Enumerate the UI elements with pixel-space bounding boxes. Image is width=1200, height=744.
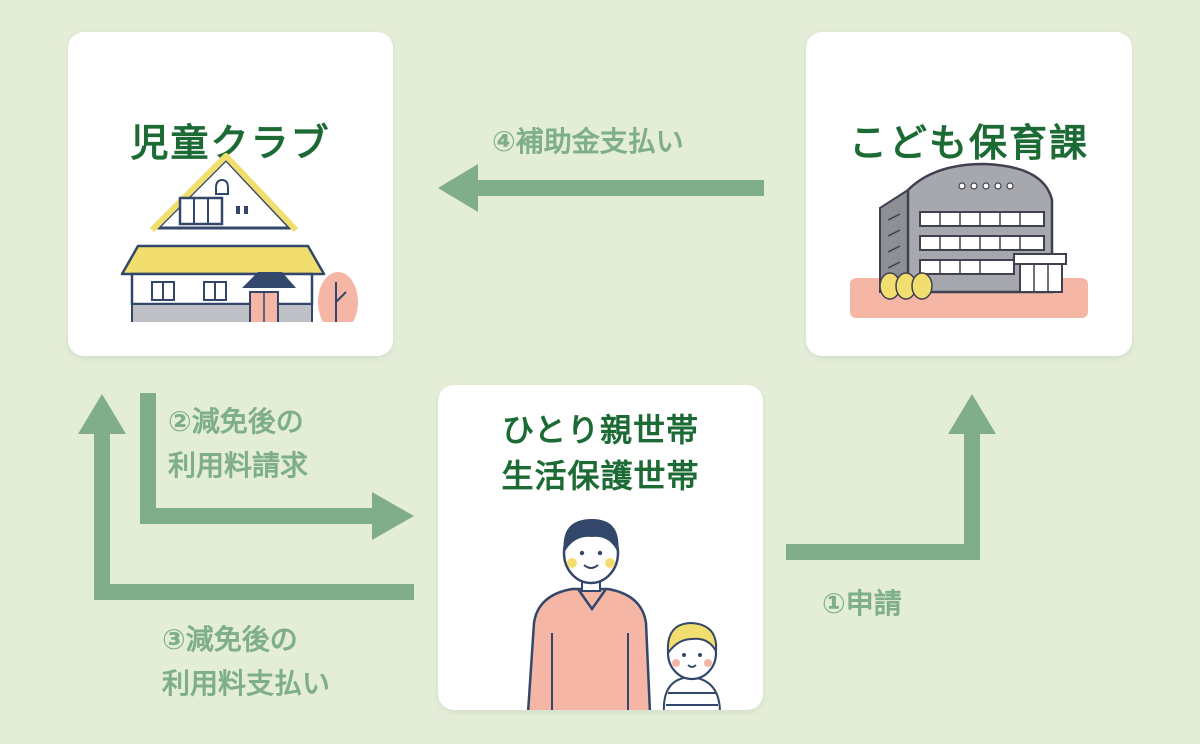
house-icon — [120, 153, 358, 322]
step3-label: ③減免後の 利用料支払い — [162, 618, 330, 706]
node-family: ひとり親世帯 生活保護世帯 — [438, 385, 763, 710]
step3-label-line2: 利用料支払い — [162, 667, 331, 700]
arrow-step2 — [140, 393, 414, 540]
arrow-step3 — [78, 394, 414, 600]
node-family-title-line1: ひとり親世帯 — [501, 411, 700, 449]
step3-label-line1: ③減免後の — [162, 623, 298, 656]
node-family-title-line2: 生活保護世帯 — [501, 457, 700, 495]
node-dept: こども保育課 — [806, 32, 1132, 356]
node-dept-title: こども保育課 — [848, 121, 1089, 165]
step4-label: ④補助金支払い — [492, 125, 684, 158]
step2-label: ②減免後の 利用料請求 — [168, 400, 308, 488]
arrow-step1 — [786, 394, 996, 560]
step2-label-line1: ②減免後の — [168, 405, 304, 438]
office-building-icon — [850, 162, 1088, 318]
node-club: 児童クラブ — [68, 32, 393, 356]
step1-label: ①申請 — [822, 587, 902, 620]
arrow-step4 — [438, 164, 764, 212]
step2-label-line2: 利用料請求 — [168, 449, 309, 482]
parent-child-icon — [526, 519, 721, 710]
node-family-title: ひとり親世帯 生活保護世帯 — [438, 407, 763, 499]
